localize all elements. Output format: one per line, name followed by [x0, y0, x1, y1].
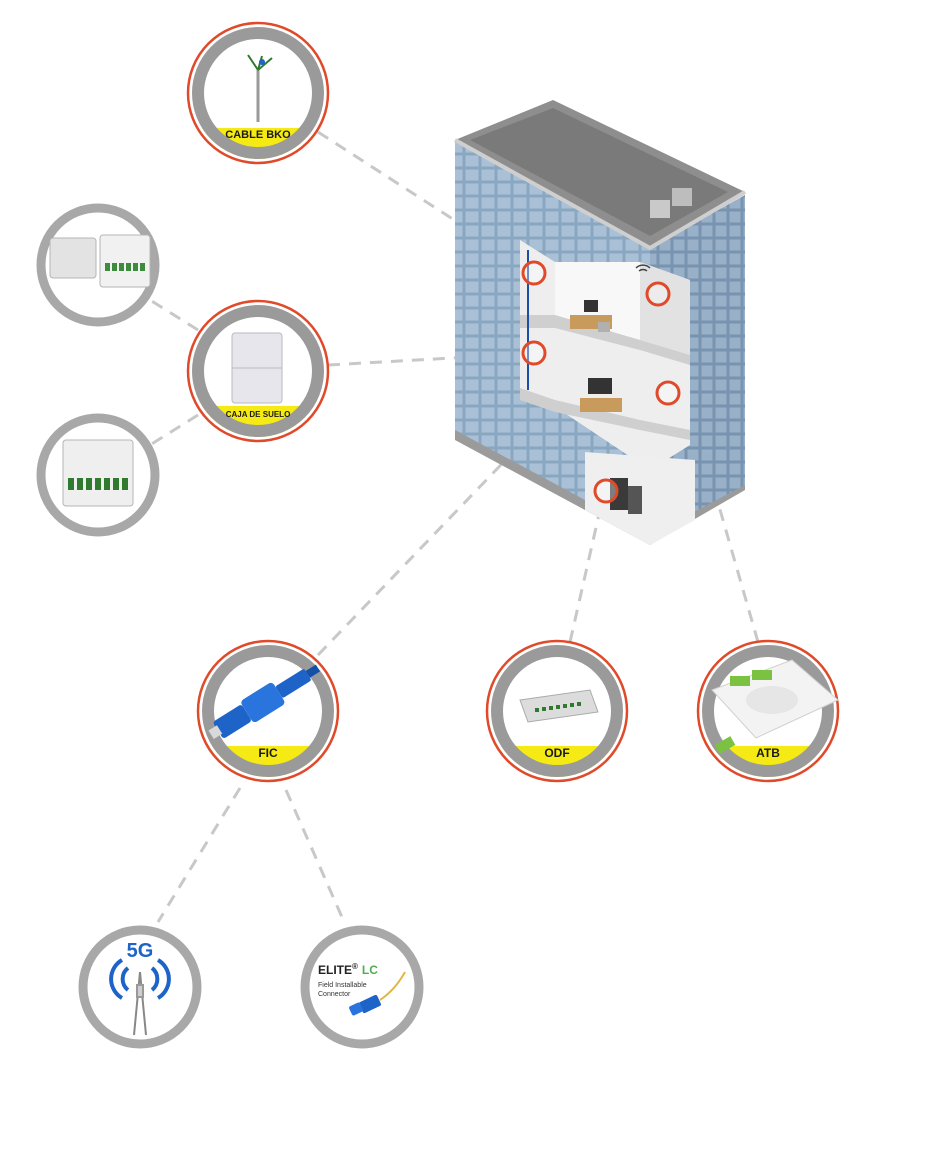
- marker-upper-right: [645, 281, 671, 307]
- node-cable-bko[interactable]: CABLE BKO: [186, 21, 330, 168]
- signal-waves-icon: [109, 958, 171, 1000]
- marker-lower-right: [655, 380, 681, 406]
- line-fic-building: [316, 443, 522, 657]
- elite-line2: Connector: [318, 991, 351, 998]
- elite-brand-text: ELITE®LC: [318, 962, 378, 977]
- line-fic-5g: [156, 787, 242, 923]
- lc-connector-icon: [349, 971, 406, 1016]
- line-caja-bottom-box: [149, 413, 199, 447]
- building-illustration: [454, 100, 747, 545]
- marker-basement: [593, 478, 619, 504]
- line-bko-building: [317, 130, 463, 227]
- antenna-tower-icon: [133, 971, 147, 1036]
- cable-bko-label: CABLE BKO: [225, 129, 291, 141]
- odf-panel-image: [519, 689, 599, 723]
- wifi-icon: [635, 264, 651, 272]
- caja-de-suelo-image: [231, 332, 283, 404]
- node-5g-antenna: 5G: [78, 925, 202, 1049]
- atb-box-image: [711, 659, 839, 754]
- odf-label: ODF: [544, 746, 569, 760]
- office-desk: [570, 300, 612, 332]
- rooftop-units: [650, 188, 692, 218]
- elite-line1: Field Installable: [318, 982, 367, 989]
- atb-label: ATB: [756, 746, 780, 760]
- line-caja-building: [327, 355, 471, 367]
- node-caja-de-suelo[interactable]: CAJA DE SUELO: [186, 299, 330, 446]
- line-odf-building: [568, 509, 602, 643]
- cable-bko-image: [247, 54, 273, 122]
- node-elite-lc: ELITE®LC Field Installable Connector: [300, 925, 424, 1049]
- node-odf[interactable]: ODF: [485, 639, 630, 786]
- node-fic[interactable]: FIC: [196, 639, 340, 786]
- node-atb[interactable]: ATB: [696, 639, 840, 786]
- fic-label: FIC: [258, 746, 278, 760]
- tv-stand: [580, 378, 622, 412]
- node-box-open: [36, 203, 160, 327]
- marker-lower-left: [521, 340, 547, 366]
- line-fic-elite: [284, 789, 347, 925]
- fic-connector-image: [208, 664, 321, 740]
- location-markers: [521, 260, 681, 504]
- 5g-label: 5G: [127, 940, 154, 962]
- marker-upper-left: [521, 260, 547, 286]
- node-box-connectors: [36, 413, 160, 537]
- line-caja-top-box: [149, 298, 199, 332]
- caja-de-suelo-label: CAJA DE SUELO: [226, 410, 291, 419]
